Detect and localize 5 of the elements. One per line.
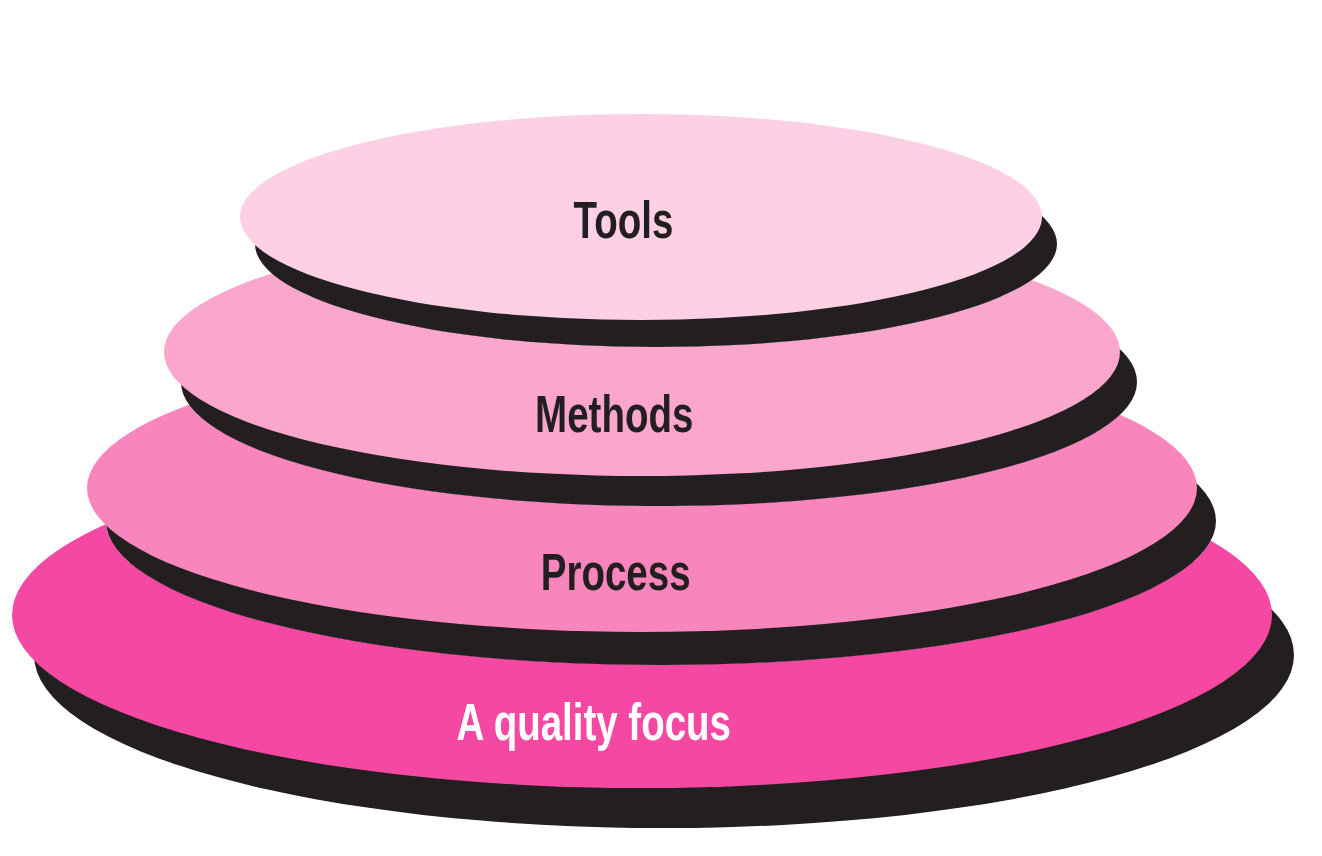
layer-disc [11, 524, 1296, 829]
layer-disc [239, 114, 1058, 348]
layer-label: Methods [535, 388, 694, 440]
layer-label: Process [540, 546, 691, 598]
layer-label: Tools [573, 194, 674, 246]
